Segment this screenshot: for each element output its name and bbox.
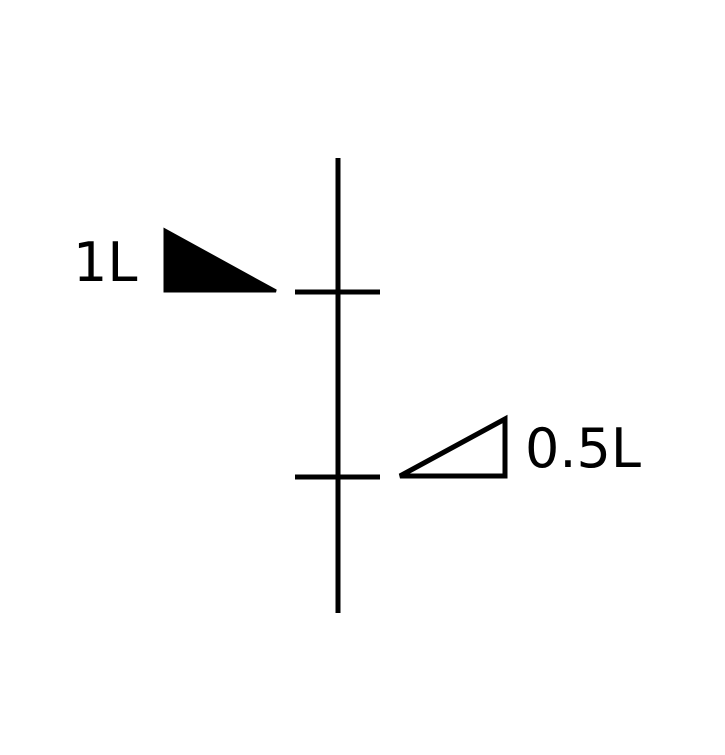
filled-triangle-marker: [163, 227, 277, 293]
upper-marker-label: 1L: [73, 231, 137, 294]
lower-marker-label: 0.5L: [525, 417, 641, 480]
open-triangle-marker: [398, 414, 508, 479]
